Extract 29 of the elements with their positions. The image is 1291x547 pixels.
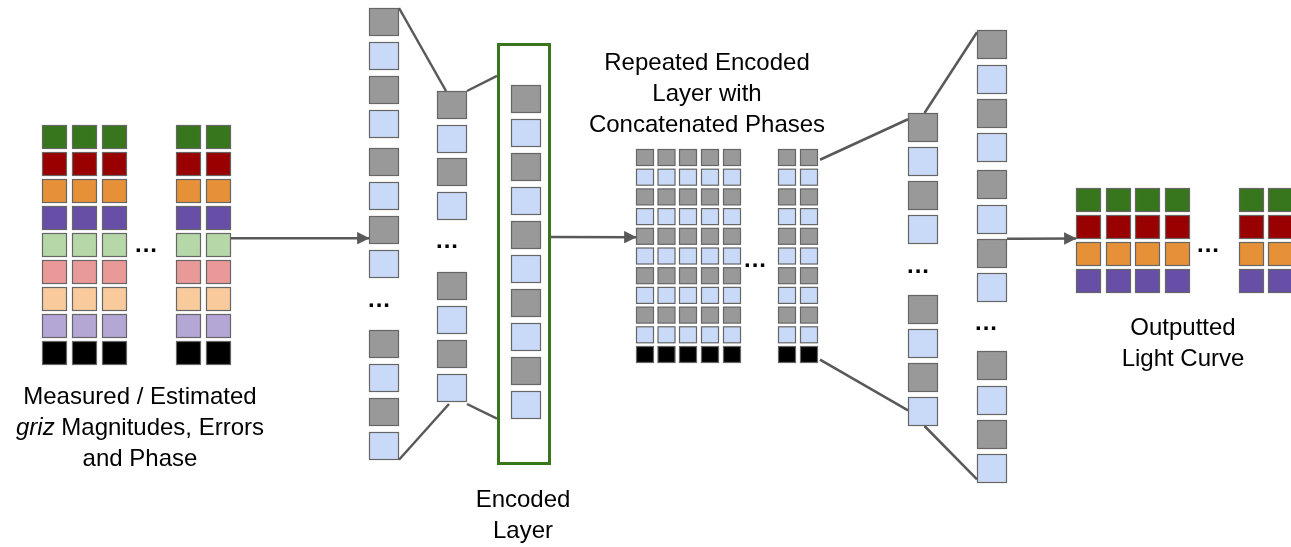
neuron-column (977, 30, 1007, 484)
arrow (551, 230, 637, 244)
ellipsis: ... (368, 287, 391, 311)
neuron-grid (636, 149, 820, 364)
connector-line (466, 402, 498, 420)
connector-line (397, 7, 448, 92)
ellipsis: ... (907, 253, 930, 277)
node-label: Measured / Estimated griz Magnitudes, Errors and Phase (15, 381, 265, 473)
neuron-column (437, 91, 467, 404)
connector-line (819, 358, 909, 412)
neuron-column (369, 8, 399, 462)
ellipsis: ... (744, 247, 767, 271)
connector-line (398, 403, 450, 461)
connector-line (819, 118, 909, 161)
output-cell-grid (1076, 188, 1291, 293)
ellipsis: ... (1197, 232, 1220, 256)
arrow (1007, 232, 1077, 245)
node-label: Outputted Light Curve (1120, 312, 1246, 373)
ellipsis: ... (135, 232, 158, 256)
ellipsis: ... (436, 228, 459, 252)
arrow (231, 231, 370, 245)
connector-line (466, 74, 498, 93)
ellipsis: ... (975, 310, 998, 334)
encoded-layer-frame (497, 43, 551, 465)
input-cell-grid (42, 125, 231, 366)
connector-line (923, 425, 978, 481)
neuron-column (908, 113, 938, 426)
node-label: Repeated Encoded Layer with Concatenated Phases (587, 47, 827, 139)
node-label: Encoded Layer (474, 484, 572, 545)
